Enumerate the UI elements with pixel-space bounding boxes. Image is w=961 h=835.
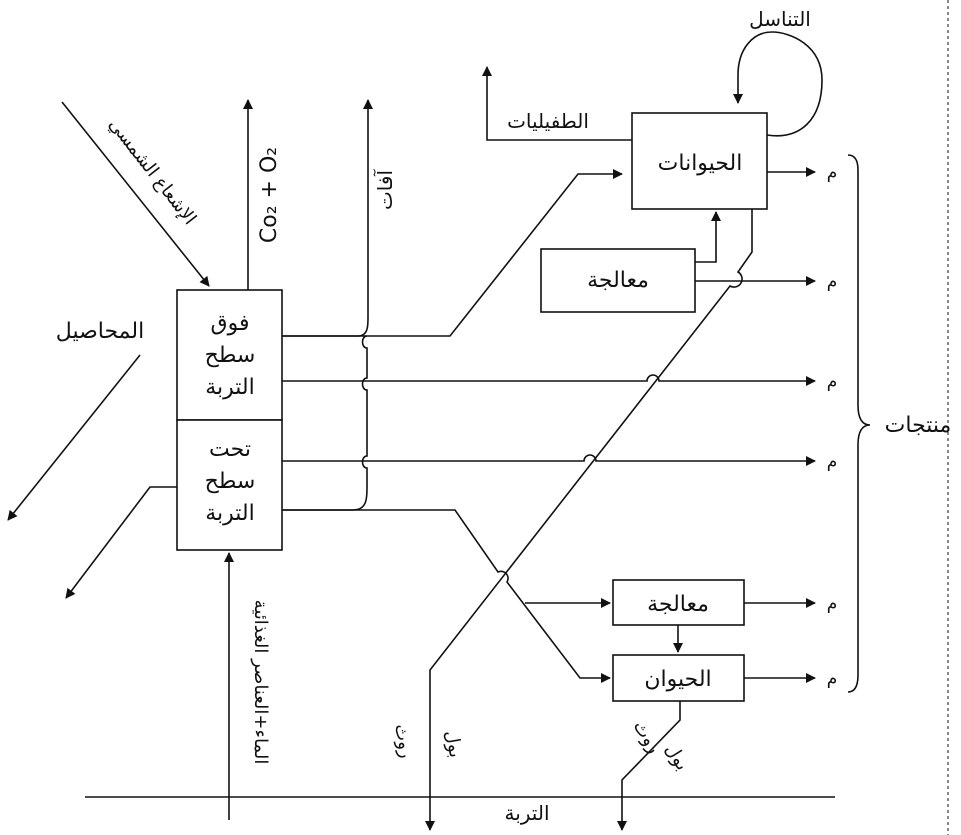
pests-arrow bbox=[282, 99, 373, 337]
urine-label-1: بول bbox=[441, 729, 466, 760]
water-nutrients-label: الماء+العناصر الغذائية bbox=[250, 600, 271, 765]
above-soil-line3: التربة bbox=[205, 375, 255, 400]
product-marker-5: م bbox=[827, 594, 838, 614]
below-to-product-line bbox=[282, 454, 816, 466]
product-marker-4: م bbox=[827, 452, 838, 472]
gases-label: Co₂ + O₂ bbox=[257, 147, 282, 243]
product-marker-2: م bbox=[827, 272, 838, 292]
reproduction-loop bbox=[733, 31, 823, 137]
sunlight-arrow bbox=[61, 101, 210, 287]
sunlight-label: الإشعاع الشمسي bbox=[104, 114, 200, 229]
dung-label-2: روث bbox=[629, 717, 665, 757]
product-marker-6: م bbox=[827, 669, 838, 689]
above-soil-line2: سطح bbox=[205, 343, 256, 368]
above-to-product-line bbox=[282, 374, 816, 386]
product-marker-3: م bbox=[827, 372, 838, 392]
animal-bottom-label: الحيوان bbox=[644, 667, 711, 692]
crops-arrow-1 bbox=[7, 354, 141, 521]
parasites-arrow bbox=[482, 66, 632, 141]
below-soil-line2: سطح bbox=[205, 469, 256, 494]
animal-bottom-box bbox=[612, 654, 745, 702]
crops-label: المحاصيل bbox=[56, 319, 144, 344]
reproduction-label: التناسل bbox=[749, 7, 811, 31]
processing-to-animals bbox=[695, 211, 721, 263]
processing-top-box bbox=[540, 248, 696, 313]
dung-label-1: روث bbox=[390, 722, 417, 759]
urine-label-2: بول bbox=[661, 740, 693, 774]
below-to-animal-line bbox=[282, 509, 611, 683]
processing-top-label: معالجة bbox=[587, 268, 649, 293]
products-label: منتجات bbox=[885, 413, 952, 438]
animals-box-label: الحيوانات bbox=[658, 151, 743, 176]
crops-arrow-2 bbox=[65, 486, 177, 599]
processing-bottom-label: معالجة bbox=[647, 592, 709, 617]
pests-collector bbox=[282, 335, 368, 511]
above-soil-line1: فوق bbox=[211, 311, 250, 336]
animals-dung-line bbox=[425, 209, 753, 831]
product-marker-1: م bbox=[827, 163, 838, 183]
above-to-animals-line bbox=[282, 169, 623, 337]
parasites-label: الطفيليات bbox=[507, 109, 589, 133]
animals-box bbox=[631, 112, 768, 210]
products-brace bbox=[847, 154, 871, 693]
below-soil-line1: تحت bbox=[209, 437, 251, 462]
below-soil-line3: التربة bbox=[205, 501, 255, 526]
soil-label: التربة bbox=[504, 801, 549, 825]
animal-dung-line bbox=[617, 701, 681, 831]
pests-label: آفات bbox=[372, 169, 397, 210]
below-soil-box bbox=[176, 419, 283, 551]
